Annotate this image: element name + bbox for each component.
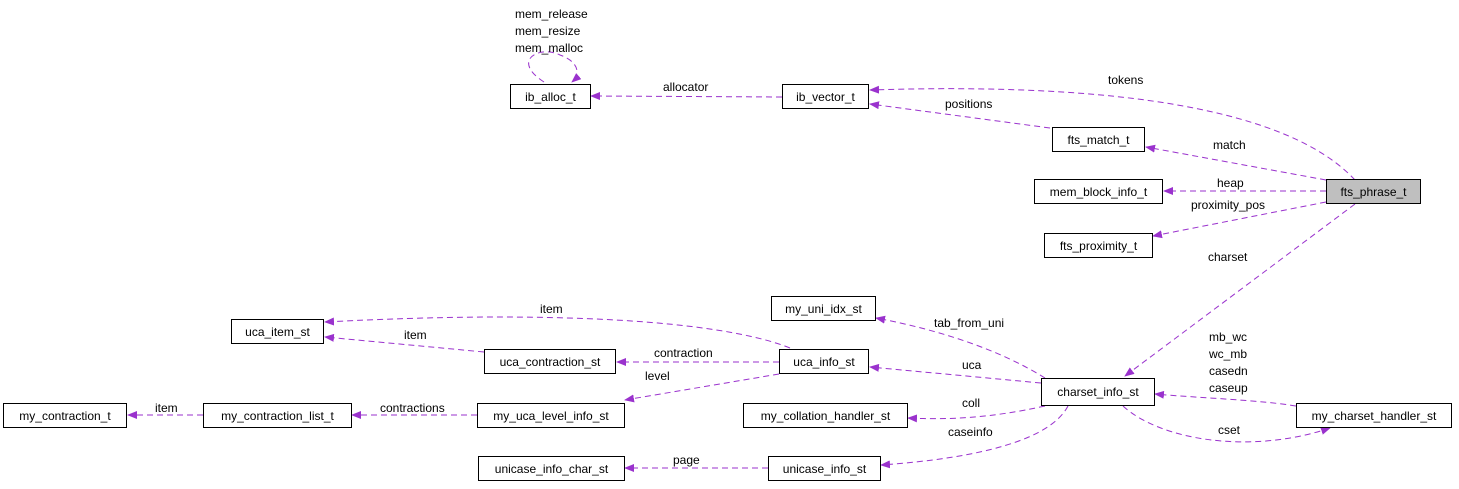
node-unicase-info-char-st: unicase_info_char_st [478, 456, 625, 481]
label-tokens: tokens [1108, 73, 1144, 87]
label-mem-resize: mem_resize [515, 24, 581, 38]
edge-item-top [324, 316, 791, 349]
label-caseup: caseup [1209, 381, 1248, 395]
node-charset-info-st: charset_info_st [1041, 378, 1155, 406]
label-allocator: allocator [663, 80, 709, 94]
node-unicase-info-st: unicase_info_st [768, 456, 881, 481]
label-charset: charset [1208, 250, 1248, 264]
node-ib-vector-t: ib_vector_t [782, 84, 869, 109]
node-my-uca-level-info-st: my_uca_level_info_st [477, 403, 625, 428]
node-my-charset-handler-st: my_charset_handler_st [1296, 403, 1452, 428]
edge-cset [1122, 405, 1331, 443]
node-uca-contraction-st: uca_contraction_st [484, 349, 616, 374]
label-match: match [1213, 138, 1246, 152]
label-item-top: item [540, 302, 563, 316]
label-page: page [673, 453, 700, 467]
label-item-mid: item [404, 328, 427, 342]
node-my-collation-handler-st: my_collation_handler_st [743, 403, 908, 428]
node-my-contraction-list-t: my_contraction_list_t [203, 403, 352, 428]
label-mem-release: mem_release [515, 7, 588, 21]
label-caseinfo: caseinfo [948, 425, 993, 439]
edge-charset [1124, 203, 1356, 377]
node-fts-phrase-t: fts_phrase_t [1326, 179, 1421, 204]
edge-coll [907, 405, 1046, 423]
label-proximity-pos: proximity_pos [1191, 198, 1266, 212]
edge-item-mid [324, 333, 485, 353]
edge-match [1145, 144, 1327, 181]
edge-positions [869, 101, 1051, 129]
label-cset: cset [1218, 423, 1241, 437]
label-wc-mb: wc_mb [1209, 347, 1248, 361]
label-contraction: contraction [654, 346, 713, 360]
node-uca-item-st: uca_item_st [231, 319, 324, 344]
edge-level [624, 373, 780, 403]
edge-tokens [869, 85, 1356, 181]
label-tab-from-uni: tab_from_uni [934, 316, 1005, 330]
label-coll: coll [962, 396, 981, 410]
edge-uca [869, 363, 1042, 384]
label-positions: positions [945, 97, 993, 111]
label-contractions: contractions [380, 401, 445, 415]
label-item-bottom: item [155, 401, 178, 415]
node-fts-proximity-t: fts_proximity_t [1044, 233, 1153, 258]
label-uca: uca [962, 358, 982, 372]
node-ib-alloc-t: ib_alloc_t [510, 84, 591, 109]
node-mem-block-info-t: mem_block_info_t [1034, 179, 1163, 204]
edge-tab-from-uni [875, 315, 1046, 379]
edge-ib-alloc-self [528, 51, 582, 83]
node-my-contraction-t: my_contraction_t [3, 403, 127, 428]
node-my-uni-idx-st: my_uni_idx_st [771, 296, 876, 321]
label-level: level [645, 369, 670, 383]
label-mb-wc: mb_wc [1209, 330, 1248, 344]
edge-caseinfo [880, 405, 1069, 469]
edge-mb-wc [1154, 390, 1297, 407]
node-uca-info-st: uca_info_st [779, 349, 869, 374]
label-casedn: casedn [1209, 364, 1248, 378]
label-heap: heap [1217, 176, 1244, 190]
node-fts-match-t: fts_match_t [1052, 127, 1145, 152]
label-mem-malloc: mem_malloc [515, 41, 584, 55]
edge-allocator [590, 92, 783, 101]
